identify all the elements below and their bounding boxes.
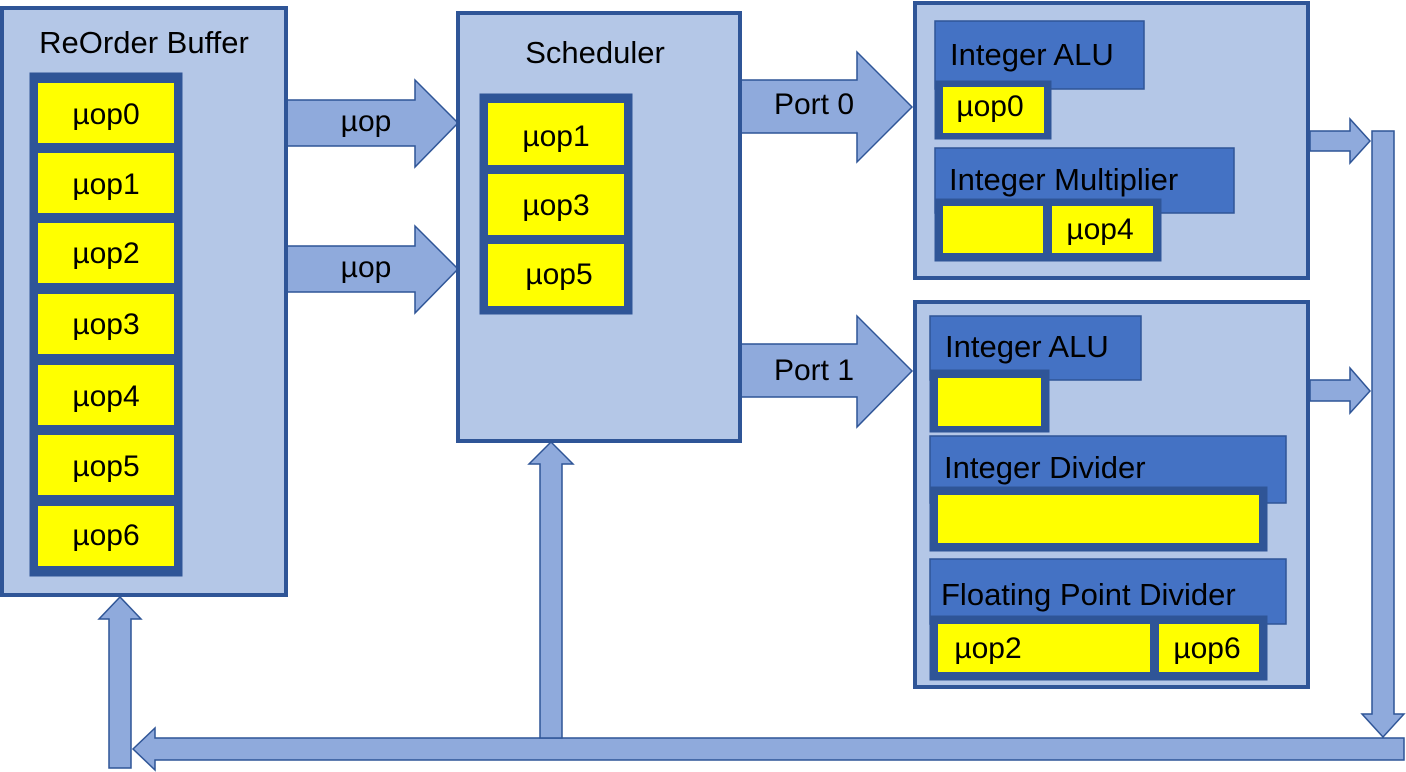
port1-divider-slot [938,495,1259,543]
port1-label: Port 1 [774,354,854,387]
scheduler-entry-label: µop3 [522,189,589,222]
port0-mult-slot [1052,206,1153,253]
rob-entries [38,83,174,566]
writeback-down-arrow [1360,130,1406,739]
scheduler-entry [488,103,624,165]
port1-divider-title: Integer Divider [944,450,1146,485]
port0-alu-slot-label: µop0 [956,90,1023,123]
port0-arrow [740,50,914,164]
arrows [97,50,1406,772]
rob-entry-label: µop3 [72,308,139,341]
scheduler-entry [488,244,624,306]
port1-alu-slot [938,378,1041,426]
dispatch-arrow-label: µop [341,251,392,284]
writeback-bus-arrow [131,726,1405,772]
scheduler-entries [488,103,624,306]
port0-mult-slot-label: µop4 [1066,213,1133,246]
port0-mult-title: Integer Multiplier [949,162,1178,197]
scheduler-entry [488,174,624,235]
port0-mult-slot [943,206,1043,253]
writeback-to-rob-arrow [97,595,143,769]
rob-to-scheduler-arrow-bottom [286,224,460,315]
rob-title: ReOrder Buffer [39,25,249,60]
port0-alu-slot [943,87,1044,133]
rob-entry [38,435,174,495]
port0-label: Port 0 [774,88,854,121]
rob-entry [38,223,174,283]
rob-entry [38,294,174,354]
port0-alu-title: Integer ALU [950,37,1114,72]
rob-entry-label: µop5 [72,450,139,483]
rob-entry-label: µop1 [72,168,139,201]
port0-result-arrow [1309,117,1372,165]
rob-entry-label: µop4 [72,380,139,413]
rob-to-scheduler-arrow-top [286,78,460,169]
rob-entry [38,153,174,213]
dispatch-arrow-label: µop [341,105,392,138]
port1-fpdiv-title: Floating Point Divider [941,577,1236,612]
scheduler-entry-label: µop5 [525,258,592,291]
port1-fpdiv-slot-label: µop6 [1173,632,1240,665]
port1-fpdiv-slot [938,624,1150,672]
scheduler-entry-label: µop1 [522,120,589,153]
rob-entry [38,365,174,425]
scheduler-title: Scheduler [525,35,665,70]
port1-fpdiv-slot [1159,624,1259,672]
port1-result-arrow [1309,365,1372,415]
rob-entry [38,83,174,143]
rob-entry-label: µop0 [72,98,139,131]
port1-arrow [740,314,914,429]
port1-fpdiv-slot-label: µop2 [954,632,1021,665]
writeback-to-scheduler-arrow [527,440,575,739]
rob-entry-label: µop2 [72,237,139,270]
port1-alu-title: Integer ALU [945,329,1109,364]
rob-entry [38,506,174,566]
rob-entry-label: µop6 [72,519,139,552]
